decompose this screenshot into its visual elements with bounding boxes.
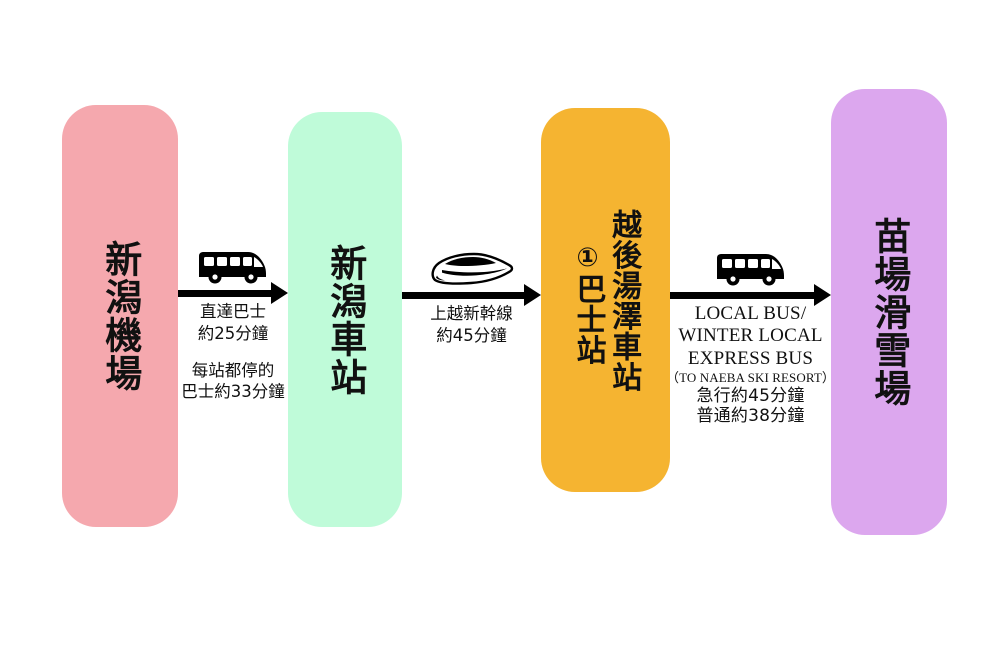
bus-icon-wrap-1 <box>196 246 270 286</box>
caption-note: （TO NAEBA SKI RESORT） <box>666 370 836 386</box>
arrow-head <box>524 284 541 306</box>
arrow-station-to-yuzawa <box>402 284 541 306</box>
caption-line: 約45分鐘 <box>436 325 507 345</box>
node-naeba-ski-resort[interactable]: 苗場滑雪場 <box>831 89 947 535</box>
caption-line: 直達巴士 <box>200 302 266 321</box>
circled-number-icon: ① <box>572 242 603 274</box>
arrow-airport-to-station <box>178 282 288 304</box>
segment-station-to-yuzawa: 上越新幹線 約45分鐘 <box>402 248 541 347</box>
shinkansen-icon <box>430 252 513 285</box>
node-label-stack-echigo-yuzawa: 越後湯澤車站 ①巴士站 <box>570 208 642 392</box>
node-niigata-station[interactable]: 新潟車站 <box>288 112 402 527</box>
segment-caption-yuzawa-to-naeba: LOCAL BUS/ WINTER LOCAL EXPRESS BUS （TO … <box>666 303 835 426</box>
node-label-echigo-yuzawa-station: 越後湯澤車站 <box>606 208 642 392</box>
bus-icon <box>199 252 266 284</box>
caption-line-alt: 巴士約33分鐘 <box>181 382 285 402</box>
node-sublabel-text: 巴士站 <box>570 273 606 365</box>
segment-yuzawa-to-naeba: LOCAL BUS/ WINTER LOCAL EXPRESS BUS （TO … <box>666 248 835 426</box>
node-label-naeba-ski-resort: 苗場滑雪場 <box>867 217 911 407</box>
segment-airport-to-station: 直達巴士 約25分鐘 每站都停的 巴士約33分鐘 <box>178 246 288 403</box>
arrow-head <box>271 282 288 304</box>
arrow-head <box>814 284 831 306</box>
shinkansen-icon-wrap <box>429 248 515 288</box>
caption-line-alt: 每站都停的 <box>191 360 275 380</box>
node-label-niigata-station: 新潟車站 <box>323 243 367 396</box>
bus-icon <box>716 254 784 286</box>
node-label-niigata-airport: 新潟機場 <box>98 240 142 392</box>
arrow-line <box>178 289 272 297</box>
arrow-line <box>402 291 525 299</box>
caption-line: 上越新幹線 <box>430 304 513 323</box>
caption-line: 約25分鐘 <box>197 323 269 343</box>
arrow-line <box>670 291 815 299</box>
node-sublabel-echigo-yuzawa-bus-stop: ①巴士站 <box>570 209 606 365</box>
caption-line-latin: EXPRESS BUS <box>687 347 814 369</box>
caption-line: 急行約45分鐘 <box>696 385 805 406</box>
node-niigata-airport[interactable]: 新潟機場 <box>62 105 178 527</box>
arrow-yuzawa-to-naeba <box>670 284 831 306</box>
caption-spacer <box>181 345 285 360</box>
node-echigo-yuzawa-station[interactable]: 越後湯澤車站 ①巴士站 <box>541 108 670 492</box>
caption-line-latin: WINTER LOCAL <box>678 325 823 347</box>
caption-line-latin: LOCAL BUS/ <box>694 303 807 324</box>
caption-line: 普通約38分鐘 <box>696 405 805 426</box>
segment-caption-station-to-yuzawa: 上越新幹線 約45分鐘 <box>430 303 513 347</box>
segment-caption-airport-to-station: 直達巴士 約25分鐘 每站都停的 巴士約33分鐘 <box>181 301 285 403</box>
bus-icon-wrap-2 <box>714 248 788 288</box>
